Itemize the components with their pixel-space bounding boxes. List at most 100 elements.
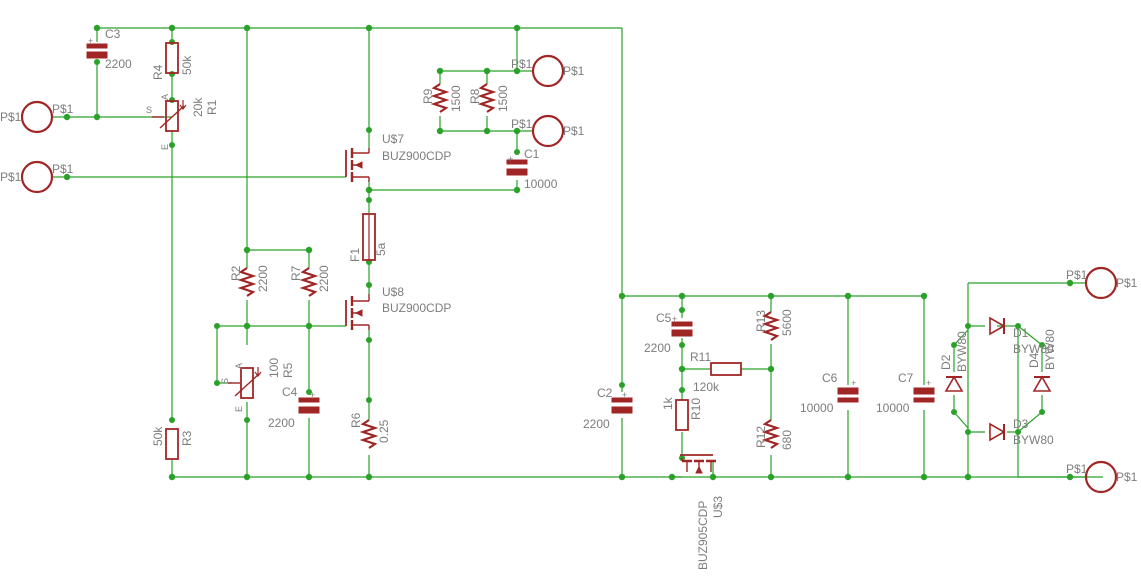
component-value: 2200 [256, 265, 270, 292]
resistor-r3[interactable]: 50k R3 [151, 426, 194, 460]
svg-text:+: + [88, 36, 93, 46]
component-value: 120k [693, 380, 720, 394]
pin-label-a: A [160, 94, 170, 100]
component-name: U$3 [711, 496, 725, 518]
mosfet-u7[interactable]: U$7 BUZ900CDP [345, 132, 451, 182]
pin-label-a: A [234, 363, 244, 369]
diode-d3[interactable]: D3 BYW80 [989, 417, 1054, 447]
resistor-r12[interactable]: R12 680 [754, 419, 794, 450]
terminal-pin-label: P$1 [1066, 462, 1088, 476]
component-name: R10 [689, 398, 703, 420]
component-value: 1500 [496, 85, 510, 112]
component-value: 2200 [268, 416, 295, 430]
component-value: 5600 [780, 309, 794, 336]
component-name: F1 [348, 248, 362, 262]
component-value: 10000 [524, 177, 558, 191]
terminal-top-1[interactable]: P$1 P$1 [511, 54, 585, 88]
resistor-r4[interactable]: R4 50k [151, 42, 194, 80]
terminal-right-bottom[interactable]: P$1 P$1 [1066, 460, 1138, 494]
fuse-f1[interactable]: F1 5a [348, 213, 388, 262]
component-name: R1 [205, 99, 219, 115]
component-value: 5a [374, 242, 388, 256]
component-value: BYW80 [1013, 433, 1054, 447]
component-name: C6 [822, 371, 838, 385]
diode-d1[interactable]: D1 BYW80 [989, 316, 1054, 356]
terminal-left-mid[interactable]: P$1 P$1 [0, 160, 74, 194]
capacitor-c7[interactable]: + C7 10000 [876, 371, 935, 415]
wires [52, 27, 1103, 478]
component-name: D4 [1027, 352, 1041, 368]
component-name: C4 [282, 385, 298, 399]
pin-label-s: S [220, 378, 230, 384]
component-value: 680 [780, 430, 794, 450]
component-name: D2 [939, 354, 953, 370]
component-name: R2 [229, 265, 243, 281]
component-name: C1 [524, 147, 540, 161]
component-value: 2200 [583, 417, 610, 431]
terminal-left-top[interactable]: P$1 P$1 [0, 100, 74, 134]
terminal-pin-label: P$1 [52, 162, 74, 176]
terminal-right-top[interactable]: P$1 P$1 [1066, 266, 1138, 300]
terminal-label: P$1 [1116, 276, 1138, 290]
diode-d2[interactable]: D2 BYW80 [939, 331, 969, 392]
component-value: 2200 [105, 57, 132, 71]
resistor-r8[interactable]: R8 1500 [468, 83, 510, 113]
mosfet-u3[interactable]: BUZ905CDP U$3 [680, 454, 725, 570]
svg-text:+: + [926, 378, 931, 388]
component-value: 100 [267, 358, 281, 378]
capacitor-c2[interactable]: + C2 2200 [583, 386, 633, 431]
pin-label-e: E [160, 144, 170, 150]
component-name: R3 [180, 430, 194, 446]
terminal-label: P$1 [563, 64, 585, 78]
resistor-r11[interactable]: R11 120k [690, 350, 742, 394]
component-value: BYW80 [955, 331, 969, 372]
pin-label-s: S [146, 105, 152, 115]
resistor-r10[interactable]: 1k R10 [661, 396, 703, 431]
component-value: 10000 [800, 401, 834, 415]
svg-text:+: + [851, 378, 856, 388]
component-value: 1500 [449, 85, 463, 112]
terminal-pin-label: P$1 [52, 102, 74, 116]
component-value: BUZ900CDP [382, 149, 451, 163]
capacitor-c4[interactable]: + C4 2200 [268, 385, 320, 430]
terminal-top-2[interactable]: P$1 P$1 [511, 114, 585, 148]
component-name: D1 [1013, 326, 1029, 340]
component-name: C3 [105, 27, 121, 41]
component-name: R13 [754, 310, 768, 332]
terminal-label: P$1 [563, 124, 585, 138]
resistor-r13[interactable]: R13 5600 [754, 309, 794, 341]
diode-d4[interactable]: D4 BYW80 [1027, 329, 1057, 392]
component-name: R11 [690, 350, 711, 364]
component-value: 20k [191, 97, 205, 117]
component-value: 2200 [317, 265, 331, 292]
potentiometer-r1[interactable]: S A E 20k R1 [146, 94, 219, 150]
capacitor-c3[interactable]: + C3 2200 [86, 27, 132, 71]
component-name: R5 [281, 362, 295, 378]
resistor-r9[interactable]: R9 1500 [421, 83, 463, 113]
component-name: R4 [151, 64, 165, 80]
component-name: U$7 [382, 132, 404, 146]
resistor-r2[interactable]: R2 2200 [229, 265, 270, 297]
terminal-label: P$1 [0, 110, 22, 124]
capacitor-c1[interactable]: + C1 10000 [506, 147, 558, 191]
capacitor-c5[interactable]: + C5 2200 [644, 311, 693, 355]
svg-text:+: + [310, 390, 315, 400]
svg-text:+: + [672, 314, 677, 324]
svg-text:+: + [622, 390, 627, 400]
component-name: R8 [468, 88, 482, 104]
component-value: BYW80 [1013, 342, 1054, 356]
terminal-pin-label: P$1 [511, 57, 533, 71]
mosfet-u8[interactable]: U$8 BUZ900CDP [345, 285, 451, 330]
component-value: 50k [180, 55, 194, 75]
component-value: 1k [661, 396, 675, 410]
resistor-r6[interactable]: R6 0.25 [349, 412, 391, 449]
potentiometer-r5[interactable]: S A E 100 R5 [220, 358, 295, 412]
component-value: BUZ900CDP [382, 301, 451, 315]
component-name: U$8 [382, 285, 404, 299]
junctions [63, 24, 1074, 481]
component-value: 10000 [876, 401, 910, 415]
resistor-r7[interactable]: R7 2200 [289, 265, 331, 297]
component-value: 2200 [644, 341, 671, 355]
capacitor-c6[interactable]: + C6 10000 [800, 371, 859, 415]
